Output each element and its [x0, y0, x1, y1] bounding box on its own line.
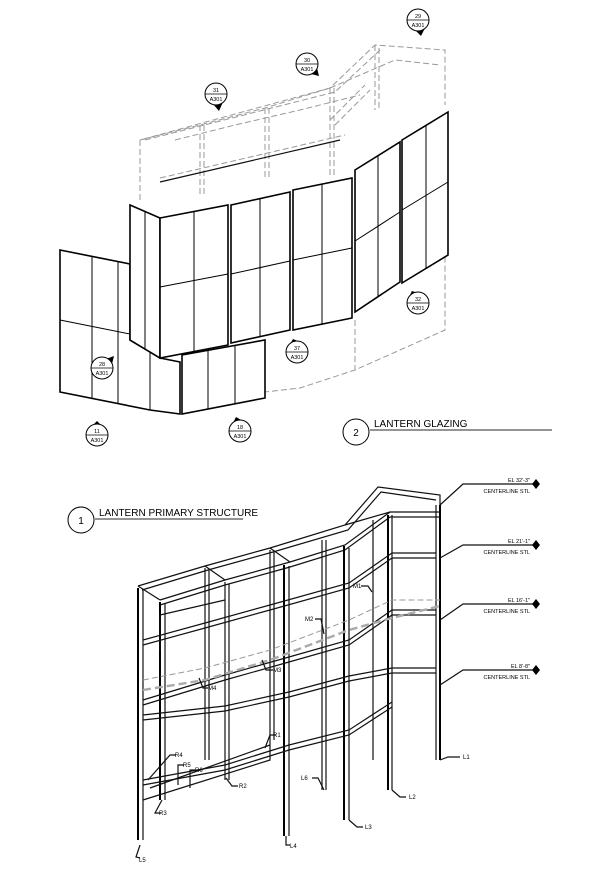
tag-number: 37	[294, 346, 300, 352]
tag-sheet: A301	[301, 67, 314, 73]
elevation-ref: CENTERLINE STL	[484, 489, 530, 495]
elevation-marker-icon	[532, 599, 540, 609]
tag-sheet: A301	[234, 434, 247, 440]
label-m1: M1	[353, 584, 362, 590]
label-r5: R5	[183, 763, 191, 769]
label-r2: R2	[239, 784, 247, 790]
elevation-callout: EL 16'-1" CENTERLINE STL	[439, 598, 540, 621]
label-m4: M4	[208, 686, 217, 692]
elevation-marker-icon	[532, 479, 540, 489]
label-r4: R4	[175, 753, 183, 759]
tag-number: 28	[99, 362, 105, 368]
tag-number: 31	[213, 88, 219, 94]
elevation-value: EL 21'-1"	[508, 539, 530, 545]
section-tag[interactable]: 32 A301	[406, 291, 430, 315]
tag-number: 29	[415, 14, 421, 20]
elevation-marker-icon	[532, 665, 540, 675]
elevation-marker-icon	[532, 540, 540, 550]
glazing-panel-b	[230, 191, 291, 344]
tag-sheet: A301	[291, 355, 304, 361]
structure-view: 1 LANTERN PRIMARY STRUCTURE	[67, 478, 540, 864]
tag-sheet: A301	[412, 23, 425, 29]
elevation-ref: CENTERLINE STL	[484, 675, 530, 681]
label-m3: M3	[273, 668, 282, 674]
member-labels: M1 M2 M3 M4 R1 R2 R3 R4 R5 R6 L1 L2 L3 L…	[135, 584, 470, 864]
view-title: LANTERN GLAZING	[374, 419, 468, 430]
section-tag[interactable]: 18 A301	[228, 417, 252, 443]
label-r6: R6	[195, 768, 203, 774]
section-tag[interactable]: 11 A301	[85, 421, 109, 447]
tag-number: 18	[237, 425, 243, 431]
label-r1: R1	[273, 733, 281, 739]
elevation-callout: EL 8'-8" CENTERLINE STL	[439, 664, 540, 686]
tag-sheet: A301	[91, 438, 104, 444]
elevation-callout: EL 21'-1" CENTERLINE STL	[439, 539, 540, 559]
view-title: LANTERN PRIMARY STRUCTURE	[99, 508, 258, 519]
tag-number: 11	[94, 429, 100, 435]
view-title-glazing: 2 LANTERN GLAZING	[342, 418, 552, 446]
view-title-structure: 1 LANTERN PRIMARY STRUCTURE	[67, 506, 258, 534]
tag-sheet: A301	[412, 306, 425, 312]
label-r3: R3	[159, 811, 167, 817]
label-l6: L6	[301, 776, 308, 782]
label-l1: L1	[463, 755, 470, 761]
section-tag[interactable]: 28 A301	[90, 356, 114, 380]
section-tag[interactable]: 37 A301	[285, 339, 309, 364]
glazing-panel-e	[401, 110, 449, 285]
elevation-ref: CENTERLINE STL	[484, 609, 530, 615]
view-number: 1	[78, 516, 84, 527]
elevation-value: EL 8'-8"	[511, 664, 530, 670]
glazing-panel-lower	[181, 339, 266, 415]
view-number: 2	[353, 428, 359, 439]
glazing-panel-a	[159, 204, 229, 359]
elevation-ref: CENTERLINE STL	[484, 550, 530, 556]
glazing-panel-d	[354, 140, 401, 314]
glazing-panel-c	[292, 177, 353, 331]
label-m2: M2	[305, 617, 314, 623]
section-tag[interactable]: 31 A301	[204, 82, 228, 111]
elevation-callout: EL 32'-3" CENTERLINE STL	[439, 478, 540, 506]
label-l2: L2	[409, 795, 416, 801]
tag-number: 30	[304, 58, 310, 64]
elevation-value: EL 16'-1"	[508, 598, 530, 604]
elevation-value: EL 32'-3"	[508, 478, 530, 484]
tag-number: 32	[415, 297, 421, 303]
tag-sheet: A301	[96, 371, 109, 377]
label-l3: L3	[365, 825, 372, 831]
steel-frame	[137, 486, 441, 840]
glazing-panel-corner	[129, 203, 161, 360]
section-tag[interactable]: 30 A301	[295, 52, 319, 76]
label-l4: L4	[290, 844, 297, 850]
tag-sheet: A301	[210, 97, 223, 103]
glazing-view: 29 A301 30 A301 31 A301 32 A301 37 A301 …	[59, 8, 552, 447]
section-tag[interactable]: 29 A301	[406, 8, 430, 36]
label-l5: L5	[139, 858, 146, 864]
